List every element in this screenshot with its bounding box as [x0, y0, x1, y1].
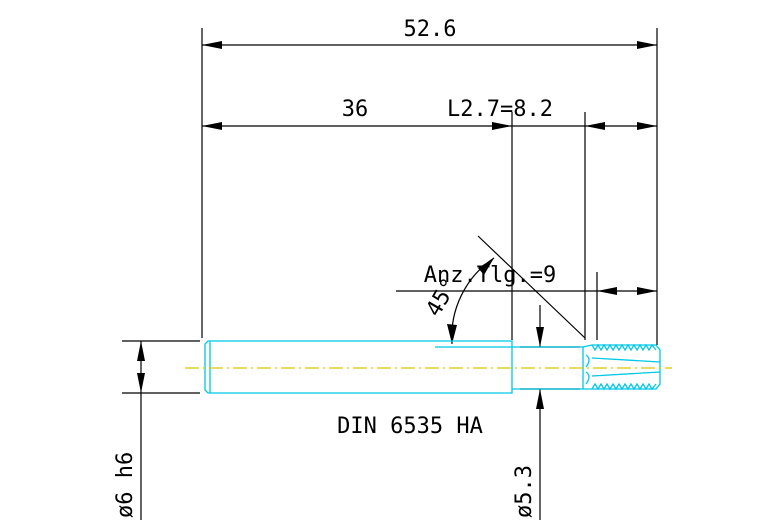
tap-outline — [204, 340, 661, 394]
dim-neck-diameter: ø5.3 — [512, 305, 544, 520]
dim-overall-length: 52.6 — [202, 17, 657, 49]
flute-count-label: Anz.Tlg.=9 — [424, 263, 556, 288]
shank-diameter-label: ø6 h6 — [113, 452, 138, 518]
neck-diameter-label: ø5.3 — [512, 465, 537, 518]
thread-length-label: L2.7=8.2 — [447, 97, 553, 122]
dim-shank-length: 36 L2.7=8.2 — [202, 97, 657, 130]
standard-label: DIN 6535 HA — [337, 414, 483, 439]
thread-teeth — [585, 343, 661, 391]
shank-length-label: 36 — [342, 97, 369, 122]
extension-lines — [122, 28, 658, 394]
dim-chamfer-angle: 45° — [422, 235, 586, 345]
overall-length-label: 52.6 — [404, 17, 457, 42]
dim-shank-diameter: ø6 h6 — [113, 341, 145, 520]
dim-flute-count: Anz.Tlg.=9 — [396, 263, 657, 295]
